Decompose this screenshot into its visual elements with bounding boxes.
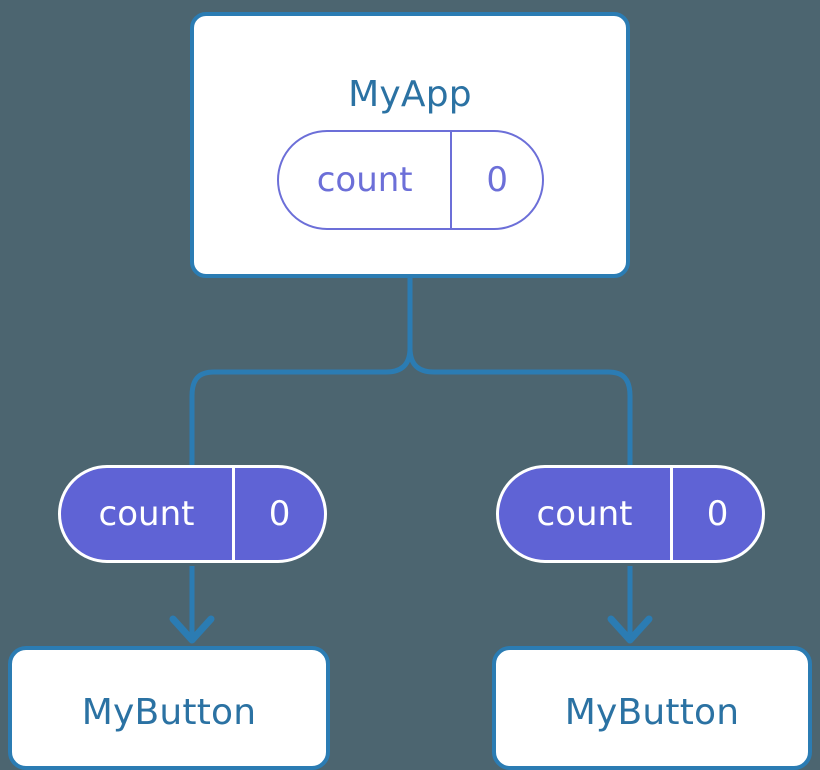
branch-right xyxy=(407,347,633,470)
component-title-mybutton: MyButton xyxy=(81,692,257,733)
state-value: 0 xyxy=(670,468,762,560)
state-key: count xyxy=(536,494,633,534)
component-title-mybutton: MyButton xyxy=(564,692,740,733)
state-value: 0 xyxy=(232,468,324,560)
state-pill-myapp[interactable]: count 0 xyxy=(277,130,544,230)
branch-left xyxy=(189,347,413,470)
state-pill-child-right[interactable]: count 0 xyxy=(496,465,765,563)
component-box-mybutton-right[interactable]: MyButton xyxy=(492,646,812,770)
arrow-right-head xyxy=(607,615,653,644)
state-pill-child-left[interactable]: count 0 xyxy=(58,465,327,563)
state-value: 0 xyxy=(450,132,542,228)
arrow-left-head xyxy=(169,615,215,644)
state-key: count xyxy=(98,494,195,534)
component-box-mybutton-left[interactable]: MyButton xyxy=(8,646,330,770)
component-title-myapp: MyApp xyxy=(348,74,472,115)
state-key: count xyxy=(316,160,413,200)
